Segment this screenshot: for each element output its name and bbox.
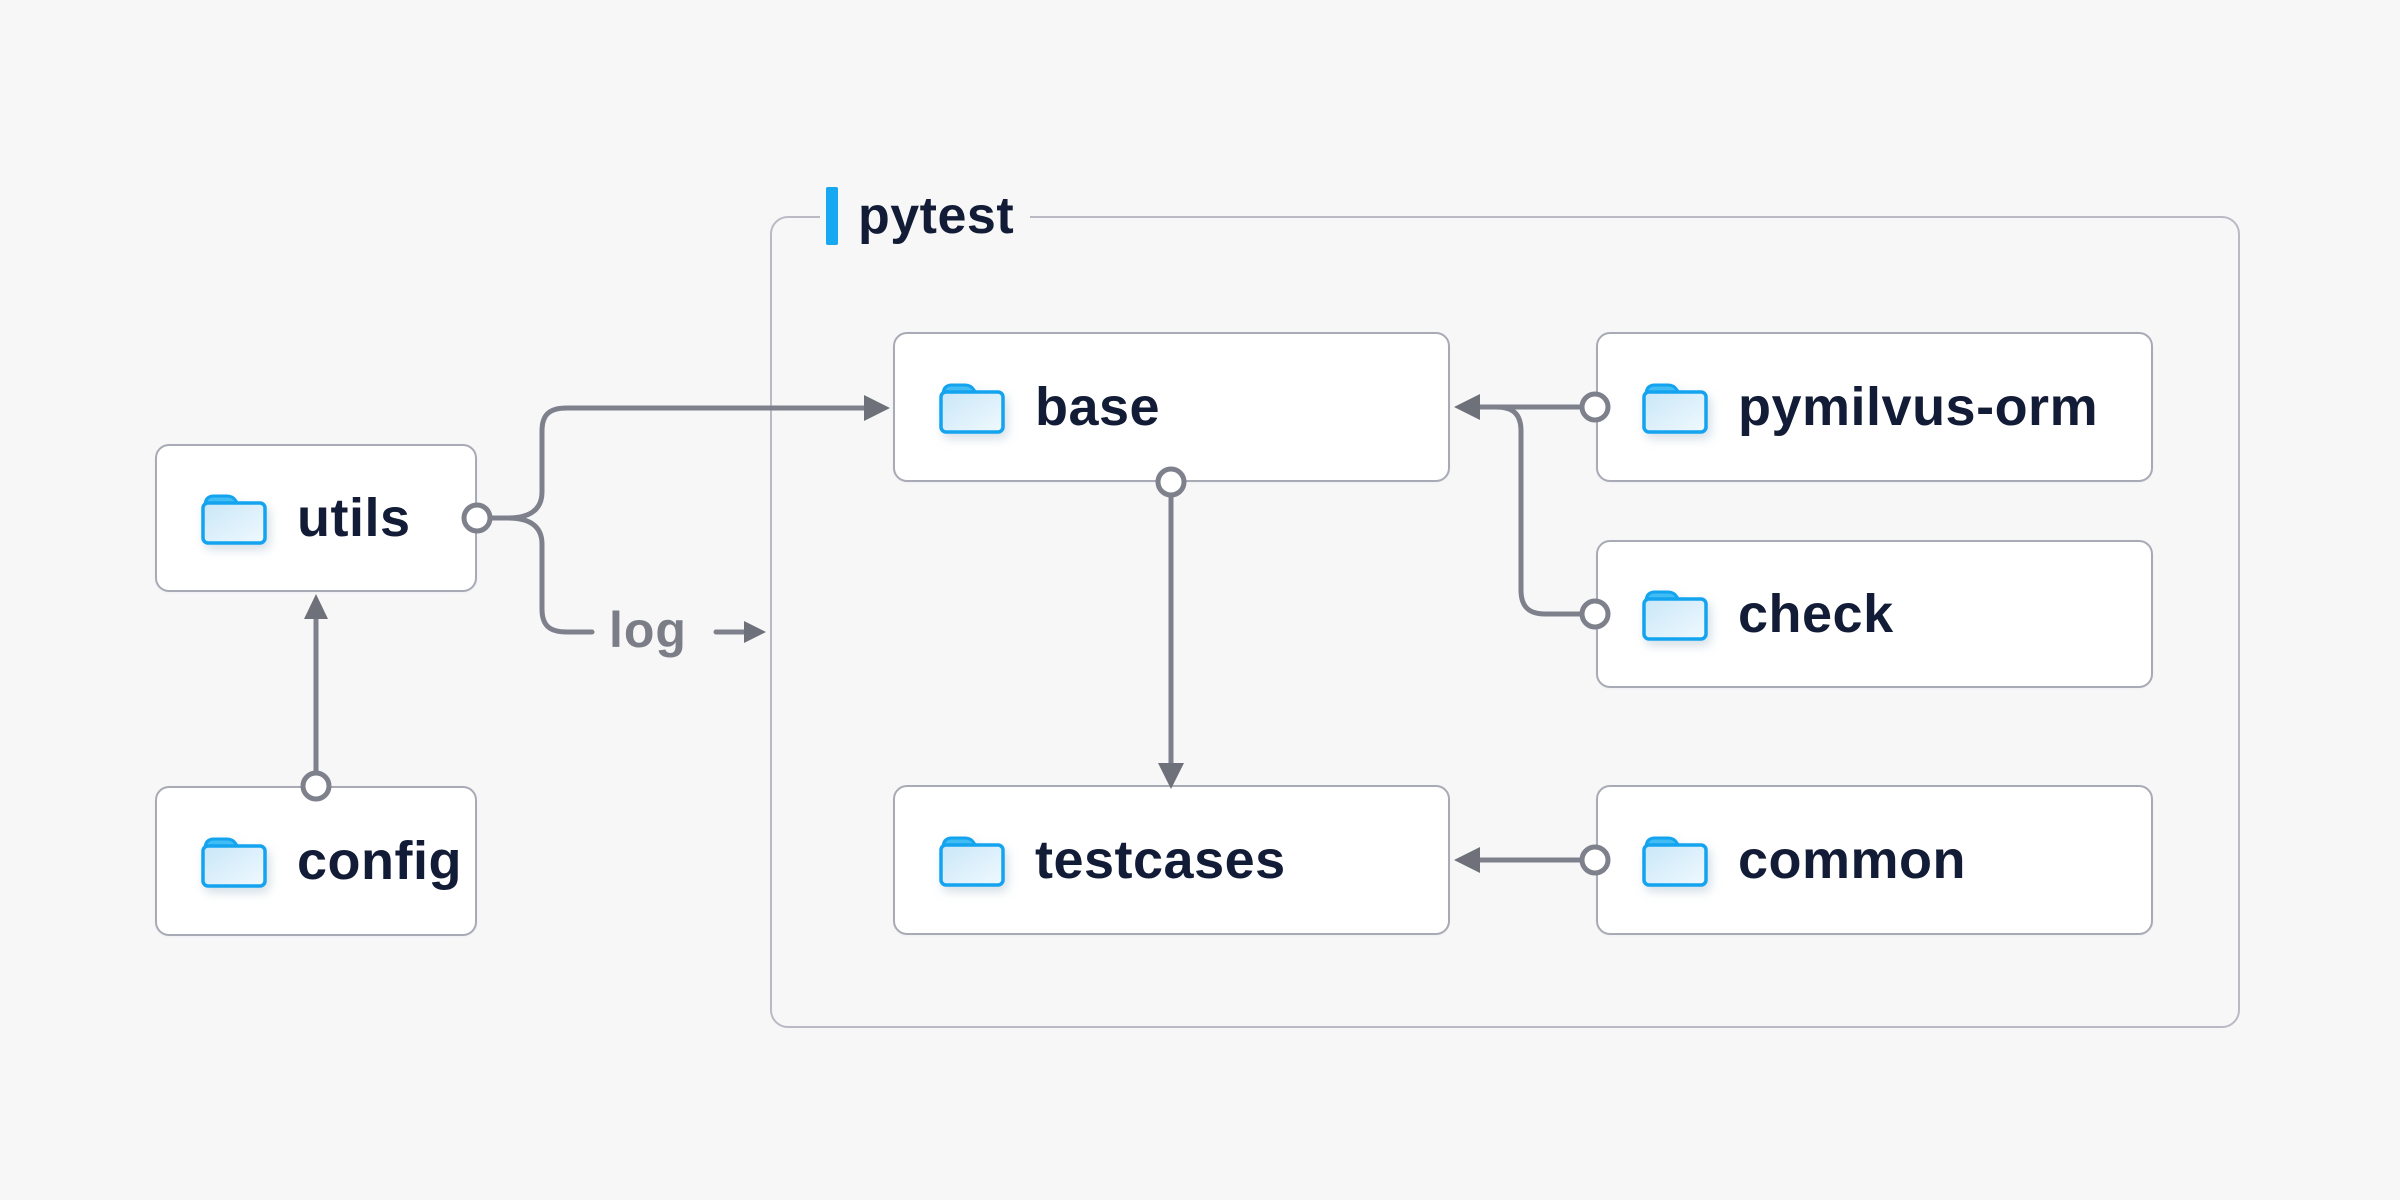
node-label: pymilvus-orm <box>1738 377 2099 437</box>
folder-icon <box>939 383 1005 434</box>
node-utils: utils <box>155 444 477 592</box>
folder-icon <box>201 494 267 545</box>
node-label: config <box>297 831 462 891</box>
folder-icon <box>1642 836 1708 887</box>
folder-icon <box>1642 590 1708 641</box>
node-label: utils <box>297 488 411 548</box>
folder-icon <box>939 836 1005 887</box>
group-box-pytest <box>770 216 2240 1028</box>
edge-utils-log <box>505 515 595 635</box>
group-title: pytest <box>858 187 1015 245</box>
arrowhead-config-utils <box>304 594 328 619</box>
group-label-pytest: pytest <box>820 185 1031 247</box>
node-testcases: testcases <box>893 785 1450 935</box>
node-label: common <box>1738 830 1967 890</box>
node-base: base <box>893 332 1450 482</box>
node-label: testcases <box>1035 830 1286 890</box>
node-label: base <box>1035 377 1161 437</box>
folder-icon <box>201 837 267 888</box>
node-config: config <box>155 786 477 936</box>
node-pymilvus-orm: pymilvus-orm <box>1596 332 2153 482</box>
node-check: check <box>1596 540 2153 688</box>
node-common: common <box>1596 785 2153 935</box>
arrowhead-log-pytest <box>744 621 766 643</box>
accent-bar-icon <box>826 187 838 245</box>
edge-label-log: log <box>609 602 687 658</box>
node-label: check <box>1738 584 1894 644</box>
folder-icon <box>1642 383 1708 434</box>
